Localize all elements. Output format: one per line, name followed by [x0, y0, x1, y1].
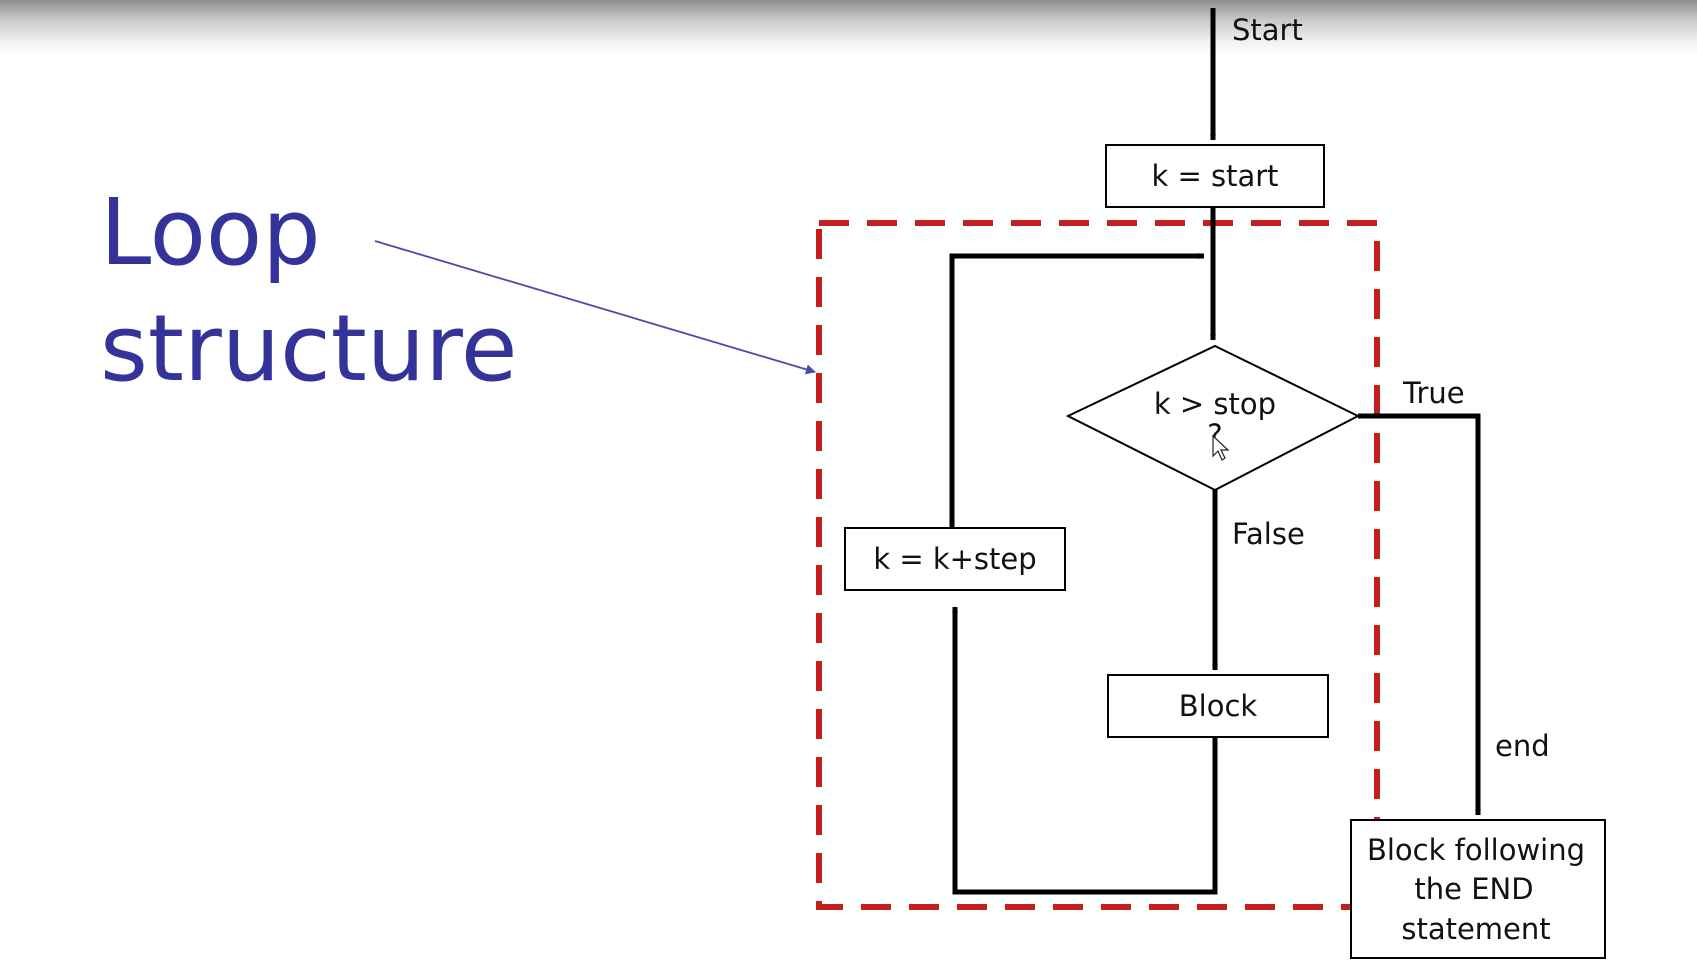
step-to-decision-arrow — [949, 253, 1205, 528]
slide-title: Loop structure — [100, 175, 518, 407]
window-top-shade — [0, 0, 1697, 56]
block-box-label: Block — [1179, 689, 1258, 723]
step-box-label: k = k+step — [873, 542, 1036, 576]
mouse-cursor-icon — [1212, 434, 1230, 461]
step-box — [844, 527, 1066, 591]
false-label: False — [1232, 517, 1305, 551]
block-box — [1107, 674, 1329, 738]
init-box — [1105, 144, 1325, 208]
after-loop-line-1: Block following — [1367, 833, 1585, 867]
after-loop-box — [1350, 819, 1606, 959]
start-label: Start — [1232, 13, 1303, 47]
title-line-2: structure — [100, 295, 518, 402]
end-label: end — [1495, 729, 1550, 763]
init-box-label: k = start — [1151, 159, 1278, 193]
annotation-arrow — [374, 240, 816, 375]
loop-boundary — [816, 220, 1380, 910]
loop-back-arrow — [952, 606, 1218, 895]
true-branch-arrow — [1358, 413, 1481, 816]
decision-label: k > stop — [1154, 387, 1276, 421]
true-label: True — [1402, 376, 1465, 410]
after-loop-line-3: statement — [1401, 912, 1550, 946]
after-loop-line-2: the END — [1414, 872, 1533, 906]
title-line-1: Loop — [100, 179, 321, 286]
